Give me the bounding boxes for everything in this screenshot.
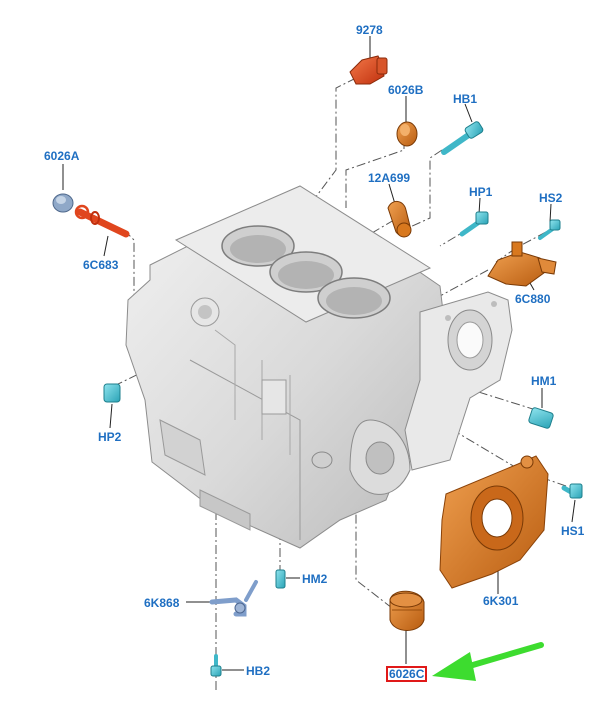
part-12A699-elbow[interactable] — [387, 201, 412, 238]
part-HS2-screw[interactable] — [538, 219, 561, 240]
label-6C880[interactable]: 6C880 — [515, 292, 551, 306]
label-HP1[interactable]: HP1 — [469, 185, 493, 199]
part-HS1-screw[interactable] — [561, 483, 583, 499]
label-6026B[interactable]: 6026B — [388, 83, 424, 97]
label-9278[interactable]: 9278 — [356, 23, 383, 37]
label-6026A[interactable]: 6026A — [44, 149, 80, 163]
label-HM1[interactable]: HM1 — [531, 374, 557, 388]
part-6C880-fitting[interactable] — [487, 241, 557, 287]
engine-block — [125, 185, 445, 549]
part-6C683-tube[interactable] — [74, 204, 130, 238]
label-HP2[interactable]: HP2 — [98, 430, 122, 444]
pointer-arrow — [432, 642, 544, 681]
part-6026C-plug[interactable] — [389, 590, 425, 631]
part-HM1-stud[interactable] — [528, 407, 554, 429]
part-HM2-stud[interactable] — [275, 569, 286, 589]
part-HP1-pin[interactable] — [459, 211, 489, 237]
part-6026B-plug[interactable] — [396, 121, 418, 147]
label-HS2[interactable]: HS2 — [539, 191, 563, 205]
label-HM2[interactable]: HM2 — [302, 572, 328, 586]
label-HB1[interactable]: HB1 — [453, 92, 478, 106]
label-6026C-highlighted[interactable]: 6026C — [386, 666, 428, 682]
label-HS1[interactable]: HS1 — [561, 524, 585, 538]
part-6K301-seal-housing[interactable] — [439, 455, 549, 589]
part-HB2-bolt[interactable] — [210, 654, 222, 677]
label-6C683[interactable]: 6C683 — [83, 258, 119, 272]
label-6K301[interactable]: 6K301 — [483, 594, 519, 608]
label-12A699[interactable]: 12A699 — [368, 171, 411, 185]
label-HB2[interactable]: HB2 — [246, 664, 271, 678]
timing-plate — [404, 291, 513, 471]
part-9278-sensor[interactable] — [349, 55, 388, 85]
part-6026A-plug[interactable] — [52, 193, 74, 213]
part-HP2-pin[interactable] — [103, 383, 121, 403]
label-6K868[interactable]: 6K868 — [144, 596, 180, 610]
part-HB1-bolt[interactable] — [441, 121, 484, 155]
part-6K868-oil-jet[interactable] — [209, 580, 258, 617]
